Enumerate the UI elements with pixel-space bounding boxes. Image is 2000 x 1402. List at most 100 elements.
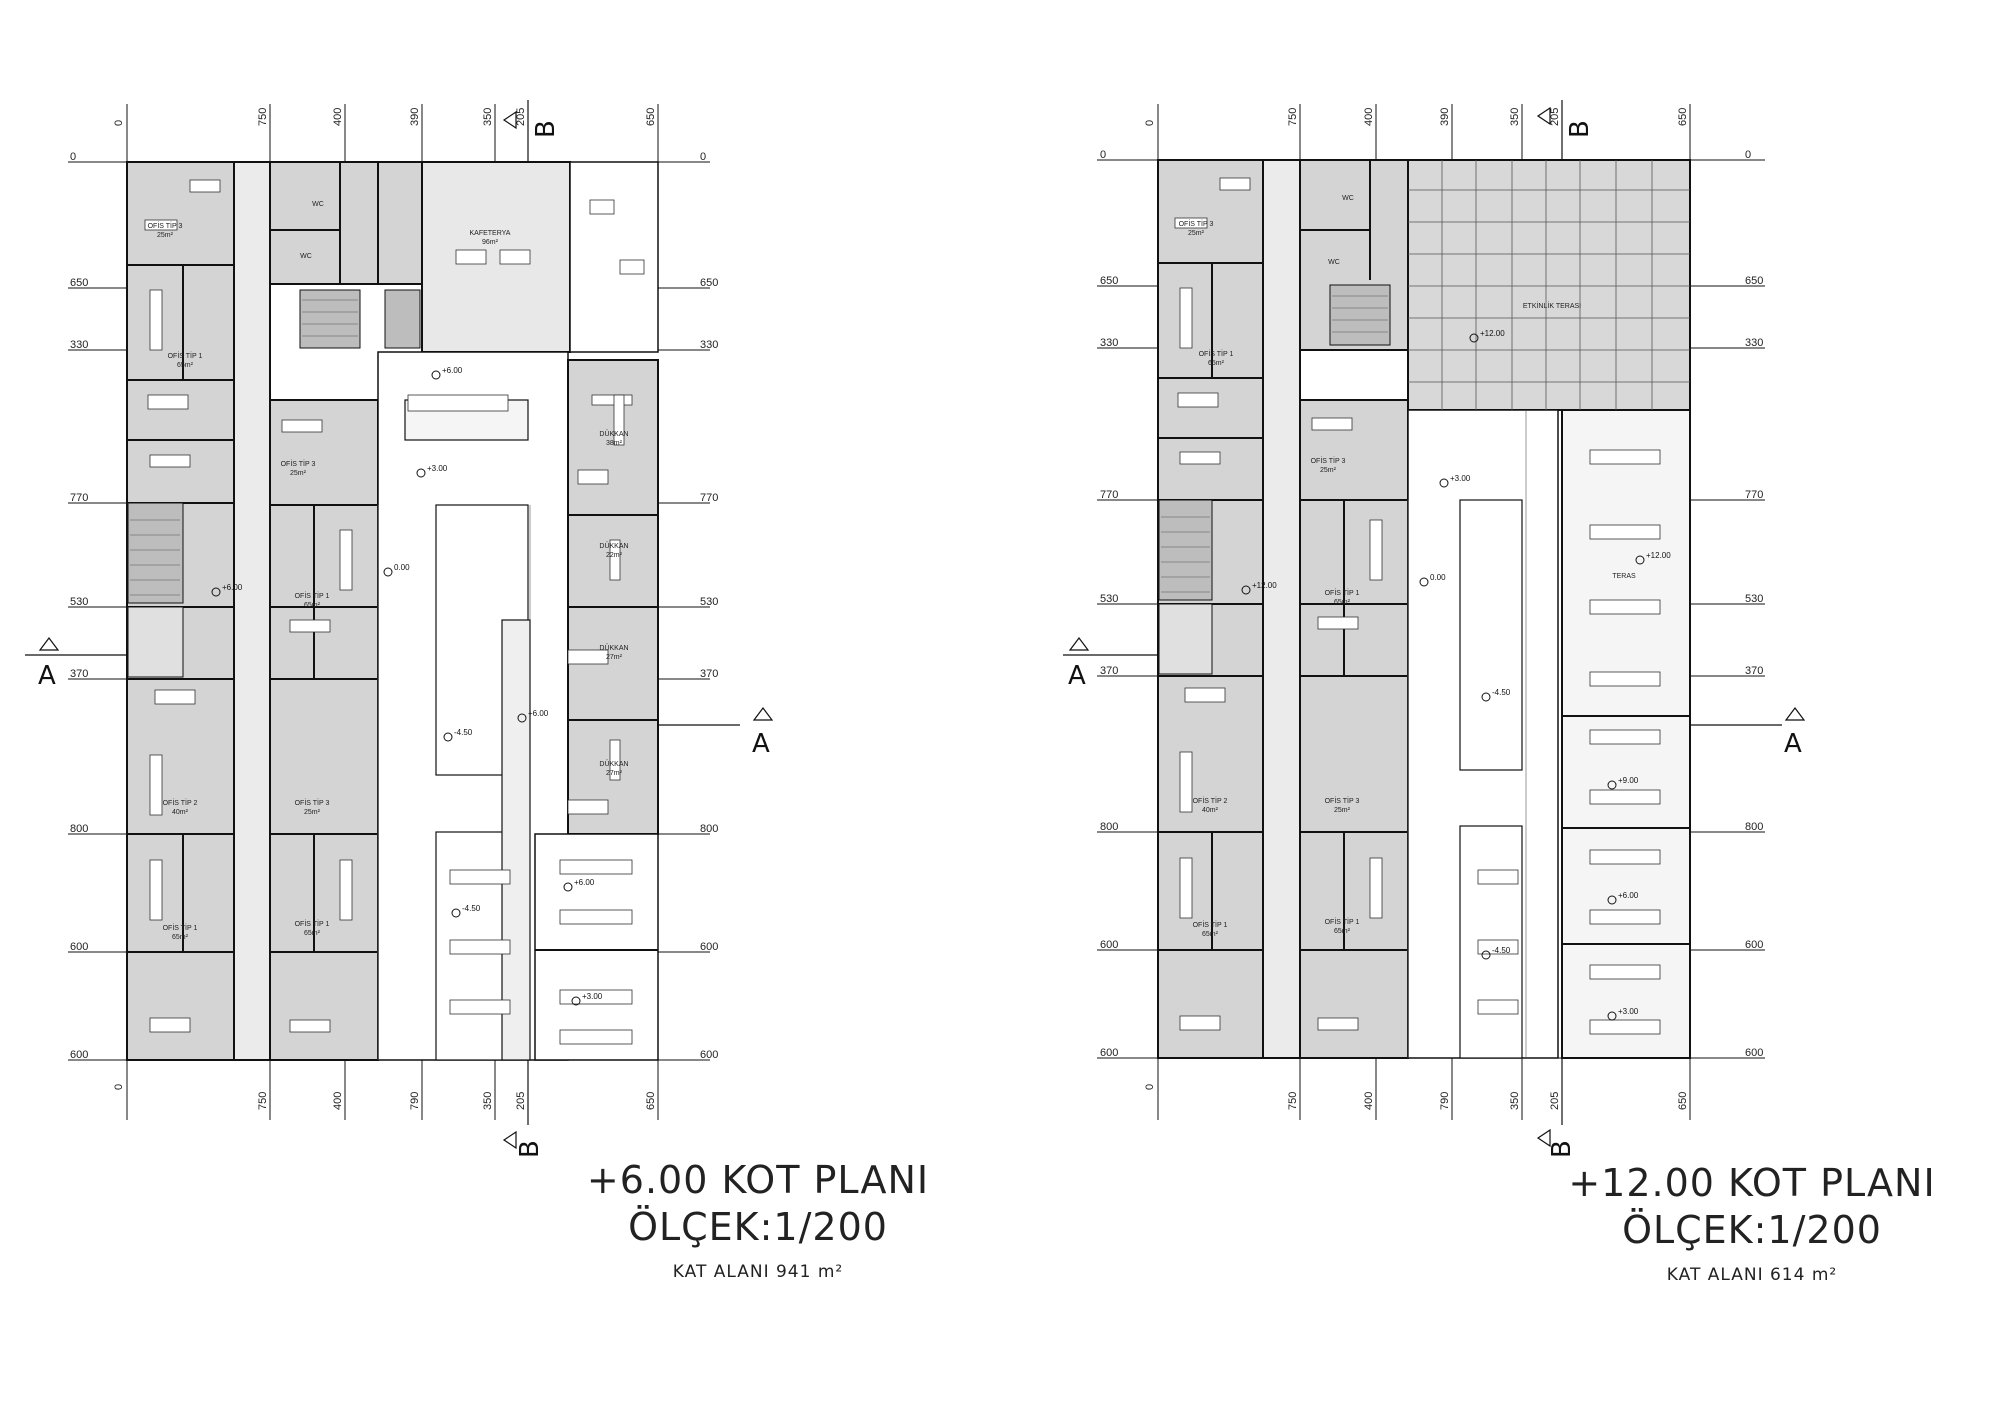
dim-top: 205 <box>515 108 527 126</box>
dim-left: 600 <box>1100 939 1118 951</box>
dim-right: 0 <box>700 151 706 163</box>
section-a-left: A <box>1068 661 1086 691</box>
dimensions-side: 0 0 650 650 330 330 770 770 530 530 370 … <box>1100 149 1763 1059</box>
dim-left: 0 <box>1100 149 1106 161</box>
svg-text:+3.00: +3.00 <box>582 992 603 1001</box>
section-b-top: B <box>531 120 561 138</box>
room-area: 38m² <box>606 440 623 447</box>
plan-area: KAT ALANI 941 m² <box>673 1262 843 1282</box>
dim-top: 350 <box>482 108 494 126</box>
svg-text:+12.00: +12.00 <box>1480 329 1505 338</box>
dim-top: 350 <box>1509 108 1521 126</box>
dim-top: 205 <box>1549 108 1561 126</box>
dim-bottom: 350 <box>1509 1092 1521 1110</box>
dim-right: 770 <box>1745 489 1763 501</box>
dim-right: 600 <box>700 941 718 953</box>
room-area: 65m² <box>1334 599 1351 606</box>
dim-right: 530 <box>1745 593 1763 605</box>
level-marker: +3.00 <box>1439 474 1471 488</box>
dim-right: 370 <box>1745 665 1763 677</box>
room-area: 22m² <box>606 552 623 559</box>
room-area: 65m² <box>1208 360 1225 367</box>
dim-right: 330 <box>700 339 718 351</box>
svg-text:+12.00: +12.00 <box>1252 581 1277 590</box>
room-name: KAFETERYA <box>470 230 511 237</box>
dim-top: 400 <box>1363 108 1375 126</box>
dim-top: 650 <box>1677 108 1689 126</box>
dim-right: 600 <box>1745 1047 1763 1059</box>
level-marker: +6.00 <box>431 366 463 380</box>
dim-right: 0 <box>1745 149 1751 161</box>
dim-left: 330 <box>1100 337 1118 349</box>
level-marker: +3.00 <box>571 992 603 1006</box>
dim-right: 530 <box>700 596 718 608</box>
dim-bottom: 650 <box>1677 1092 1689 1110</box>
svg-text:+6.00: +6.00 <box>528 709 549 718</box>
dim-bottom: 790 <box>1439 1092 1451 1110</box>
dim-right: 800 <box>1745 821 1763 833</box>
room-area: 27m² <box>606 770 623 777</box>
section-markers <box>1063 100 1806 1148</box>
dim-left: 770 <box>70 492 88 504</box>
level-marker: +9.00 <box>1607 776 1639 790</box>
dim-right: 650 <box>700 277 718 289</box>
room-area: 65m² <box>304 602 321 609</box>
room-name: OFİS TİP 3 <box>281 459 316 468</box>
dim-bottom: 0 <box>1144 1084 1156 1090</box>
dim-bottom: 750 <box>1287 1092 1299 1110</box>
level-marker: +6.00 <box>517 709 549 723</box>
room-area: 27m² <box>606 654 623 661</box>
room-name: WC <box>1342 195 1354 202</box>
dim-right: 600 <box>1745 939 1763 951</box>
dim-left: 600 <box>70 941 88 953</box>
furniture <box>1174 177 1661 1035</box>
dim-right: 370 <box>700 668 718 680</box>
level-marker: +3.00 <box>1607 1007 1639 1021</box>
dim-right: 330 <box>1745 337 1763 349</box>
dim-left: 770 <box>1100 489 1118 501</box>
room-name: OFİS TİP 1 <box>1325 588 1360 597</box>
plan-title: +6.00 KOT PLANI <box>587 1158 929 1202</box>
stair-core <box>1158 284 1391 675</box>
dim-top: 650 <box>645 108 657 126</box>
room-area: 65m² <box>1334 928 1351 935</box>
dim-left: 600 <box>1100 1047 1118 1059</box>
dimensions-top: 0 750 400 390 350 205 650 <box>1144 108 1689 126</box>
dim-top: 750 <box>1287 108 1299 126</box>
level-marker: +3.00 <box>416 464 448 478</box>
dim-top: 0 <box>113 120 125 126</box>
stair-treads <box>1161 295 1527 1058</box>
room-name: DÜKKAN <box>599 760 628 768</box>
room-name: OFİS TİP 1 <box>1193 920 1228 929</box>
dim-top: 400 <box>332 108 344 126</box>
room-name: OFİS TİP 3 <box>148 221 183 230</box>
dim-top: 0 <box>1144 120 1156 126</box>
room-area: 40m² <box>172 809 189 816</box>
level-markers: +12.00 +3.00 +12.00 +12.00 0.00 -4.50 +9… <box>1241 329 1671 1021</box>
section-b-bottom: B <box>515 1140 545 1158</box>
room-name: WC <box>1328 259 1340 266</box>
dim-bottom: 0 <box>113 1084 125 1090</box>
section-a-left: A <box>38 661 56 691</box>
dim-right: 600 <box>700 1049 718 1061</box>
room-area: 25m² <box>290 470 307 477</box>
level-marker: +6.00 <box>211 583 243 597</box>
room-area: 25m² <box>304 809 321 816</box>
level-marker: 0.00 <box>383 563 410 577</box>
dim-bottom: 750 <box>257 1092 269 1110</box>
room-name: DÜKKAN <box>599 644 628 652</box>
room-area: 40m² <box>1202 807 1219 814</box>
dim-left: 530 <box>70 596 88 608</box>
atrium-voids <box>1459 499 1523 1059</box>
plan-scale: ÖLÇEK:1/200 <box>1622 1208 1882 1252</box>
plan-area: KAT ALANI 614 m² <box>1667 1265 1837 1285</box>
room-labels: OFİS TİP 3 25m² WC WC ETKİNLİK TERASI OF… <box>1179 195 1636 938</box>
section-a-right: A <box>752 729 770 759</box>
svg-text:+6.00: +6.00 <box>442 366 463 375</box>
dim-left: 0 <box>70 151 76 163</box>
room-name: WC <box>300 253 312 260</box>
dim-bottom: 205 <box>515 1092 527 1110</box>
dim-right: 650 <box>1745 275 1763 287</box>
dim-bottom: 790 <box>409 1092 421 1110</box>
